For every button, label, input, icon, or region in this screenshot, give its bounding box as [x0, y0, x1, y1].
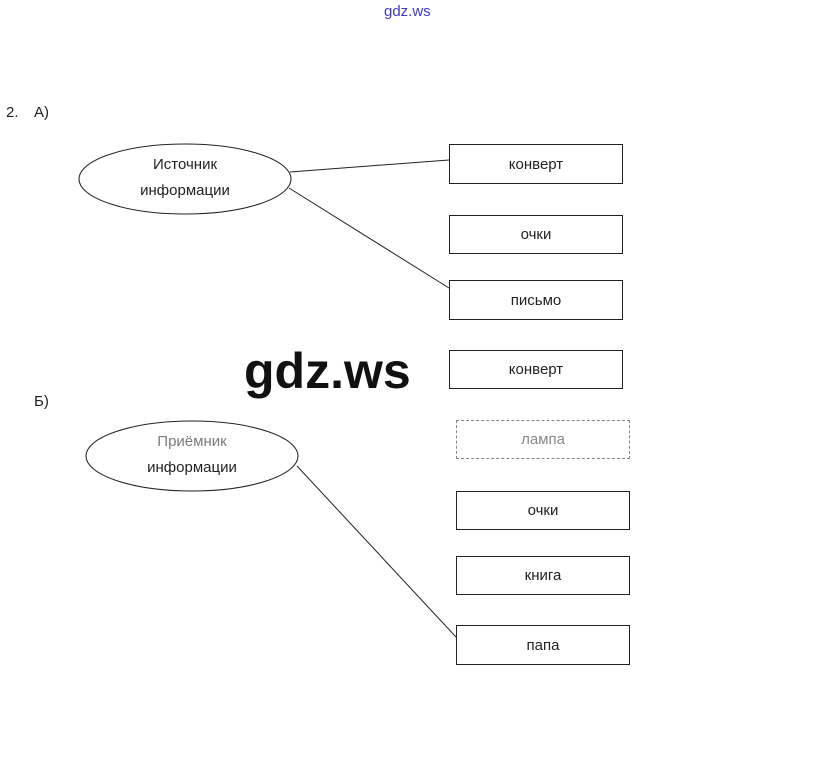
site-mark: gdz.ws: [384, 3, 431, 20]
source-ellipse: [78, 143, 292, 215]
source-line-1: Источник: [152, 156, 218, 173]
source-line-2: информации: [140, 182, 230, 199]
receiver-node-label: Приёмник информации: [107, 429, 277, 481]
box-a-2: очки: [449, 215, 623, 254]
connector-a1: [289, 159, 450, 173]
part-a-label: А): [34, 104, 49, 121]
connector-b1: [296, 465, 457, 638]
connector-a2: [288, 187, 450, 289]
part-b-label: Б): [34, 393, 49, 410]
box-b-2: очки: [456, 491, 630, 530]
task-number: 2.: [6, 104, 19, 121]
watermark: gdz.ws: [244, 343, 411, 399]
box-a-1: конверт: [449, 144, 623, 184]
receiver-line-2: информации: [147, 459, 237, 476]
source-node-label: Источник информации: [100, 152, 270, 204]
receiver-ellipse: [85, 420, 299, 492]
box-b-3: книга: [456, 556, 630, 595]
receiver-line-1: Приёмник: [157, 433, 227, 450]
box-b-4: папа: [456, 625, 630, 665]
box-a-3: письмо: [449, 280, 623, 320]
box-b-1: лампа: [456, 420, 630, 459]
box-a-4: конверт: [449, 350, 623, 389]
